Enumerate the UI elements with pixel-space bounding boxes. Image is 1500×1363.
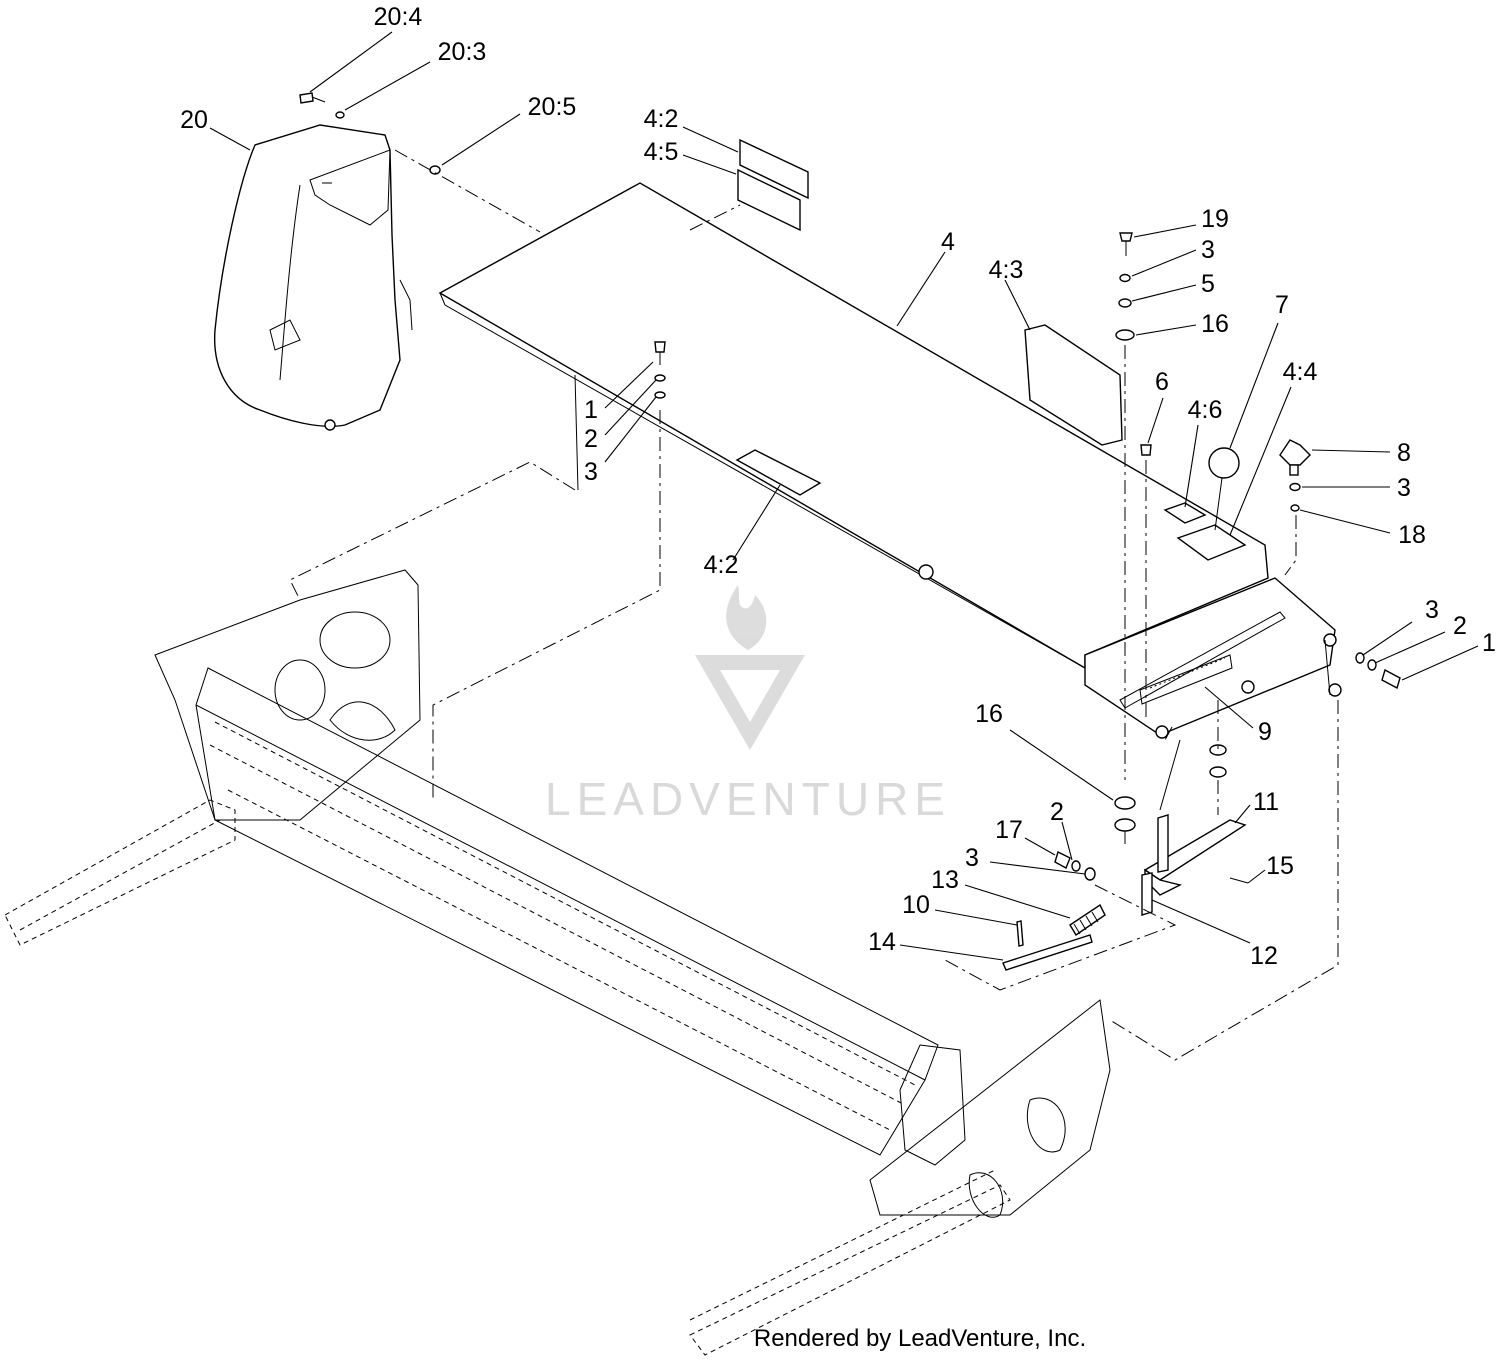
callout-3-b: 3 — [1397, 474, 1411, 502]
callout-1-right: 1 — [1482, 629, 1496, 657]
adjustment-knob-part-8 — [1279, 439, 1311, 576]
bolt-part-6 — [1140, 444, 1152, 720]
lever-bracket-assembly — [944, 700, 1249, 991]
mower-deck-frame — [4, 569, 1111, 1356]
callout-9: 9 — [1258, 718, 1272, 746]
leader-lines — [209, 31, 1479, 961]
callout-6: 6 — [1155, 368, 1169, 396]
control-panel-cover-part-4 — [438, 138, 1342, 739]
decal-4-2-center — [735, 449, 822, 496]
callout-12: 12 — [1250, 942, 1278, 970]
decal-4-4 — [1176, 524, 1247, 561]
callout-labels: 20:4 20:3 20 20:5 4:2 4:5 4 4:3 19 3 5 1… — [180, 3, 1496, 970]
callout-2-right: 2 — [1453, 612, 1467, 640]
hardware-right-3-2-1 — [1109, 652, 1401, 1061]
decal-4-5 — [737, 168, 801, 232]
hardware-left-1-2-3 — [289, 341, 666, 798]
shift-knob-part-7 — [1208, 447, 1240, 531]
decal-4-3 — [1024, 324, 1123, 446]
callout-3-lower: 3 — [965, 844, 979, 872]
callout-19: 19 — [1201, 205, 1229, 233]
callout-20-5: 20:5 — [528, 93, 577, 121]
callout-10: 10 — [902, 891, 930, 919]
callout-3-left: 3 — [584, 458, 598, 486]
fastener-stack-19 — [1115, 232, 1135, 845]
callout-4-5: 4:5 — [644, 138, 679, 166]
callout-20-3: 20:3 — [438, 38, 487, 66]
callout-4-6: 4:6 — [1188, 396, 1223, 424]
watermark-text: LEADVENTURE — [545, 773, 951, 825]
decal-4-2-top — [739, 138, 809, 200]
callout-14: 14 — [868, 928, 896, 956]
callout-4-4: 4:4 — [1283, 358, 1318, 386]
footer-credit: Rendered by LeadVenture, Inc. — [754, 1325, 1086, 1352]
callout-20: 20 — [180, 106, 208, 134]
callout-7: 7 — [1275, 291, 1289, 319]
callout-1-left: 1 — [584, 396, 598, 424]
belt-cover-part-20 — [213, 124, 413, 431]
callout-2-lower: 2 — [1050, 798, 1064, 826]
callout-20-4: 20:4 — [374, 3, 423, 31]
callout-8: 8 — [1397, 439, 1411, 467]
callout-17: 17 — [995, 816, 1023, 844]
callout-3-a: 3 — [1201, 236, 1215, 264]
callout-16-top: 16 — [1201, 310, 1229, 338]
callout-4-3: 4:3 — [989, 256, 1024, 284]
callout-18: 18 — [1398, 521, 1426, 549]
callout-4: 4 — [941, 228, 955, 256]
callout-13: 13 — [931, 866, 959, 894]
callout-15: 15 — [1266, 852, 1294, 880]
callout-11: 11 — [1253, 788, 1279, 816]
decal-4-6 — [1163, 502, 1207, 524]
hardware-20 — [299, 92, 541, 233]
callout-4-2-top: 4:2 — [644, 105, 679, 133]
callout-5: 5 — [1201, 270, 1215, 298]
callout-4-2-center: 4:2 — [704, 551, 739, 579]
watermark-logo-icon — [695, 585, 805, 750]
callout-3-right: 3 — [1425, 596, 1439, 624]
callout-16-lower: 16 — [975, 700, 1003, 728]
callout-2-left: 2 — [584, 425, 598, 453]
watermark: LEADVENTURE — [545, 585, 951, 825]
